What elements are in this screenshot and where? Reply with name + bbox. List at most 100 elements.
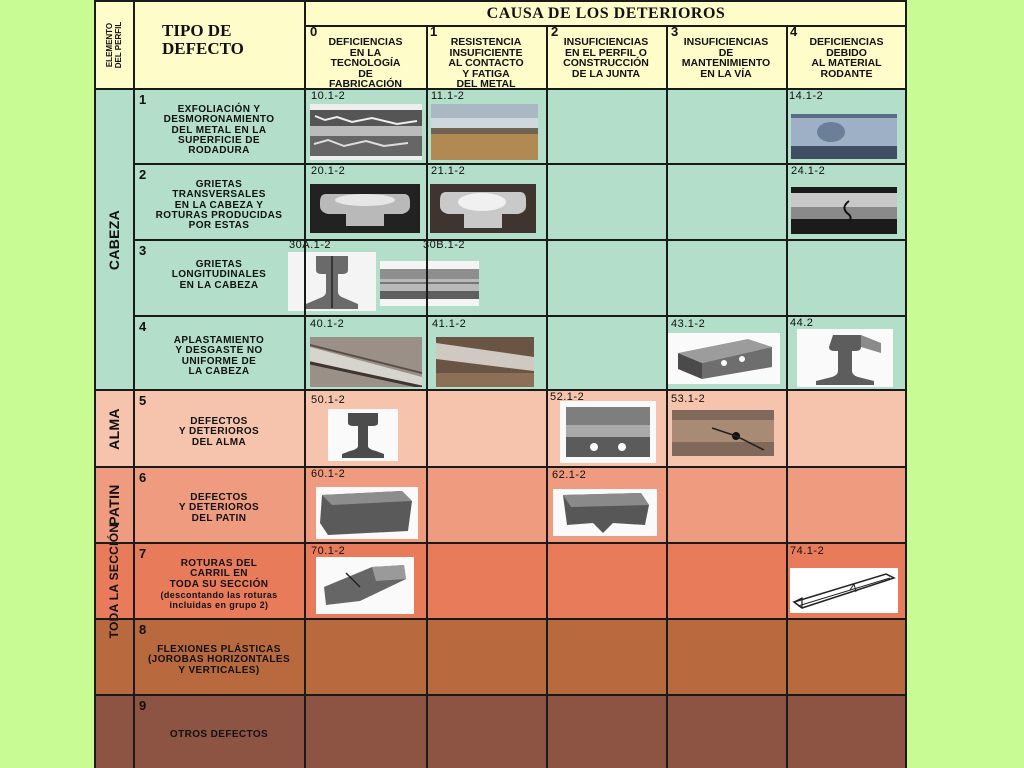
cause-label-line: AL CONTACTO (448, 57, 524, 69)
table-row (133, 695, 907, 768)
code-50: 50.1-2 (311, 394, 346, 406)
element-toda-seccion: TODA LA SECCIÓN (106, 523, 121, 639)
cause-number: 1 (430, 24, 438, 39)
defect-label-line: EN LA CABEZA Y (174, 199, 264, 211)
defect-label-line: FLEXIONES PLÁSTICAS (157, 644, 281, 655)
cause-label-line: RESISTENCIA (450, 36, 522, 48)
defect-label: FLEXIONES PLÁSTICAS(JOROBAS HORIZONTALES… (133, 644, 305, 676)
element-cabeza: CABEZA (105, 209, 122, 270)
element-cell (94, 390, 133, 467)
code-44: 44.2 (790, 317, 814, 329)
defect-label-line: SUPERFICIE DE (178, 134, 260, 146)
defect-label-line: POR ESTAS (188, 220, 250, 232)
table-row (133, 467, 907, 543)
photo-30a (288, 252, 376, 311)
code-40: 40.1-2 (310, 318, 345, 330)
photo-30b (380, 261, 479, 306)
cause-label-line: EN LA (349, 46, 382, 59)
elemento-label-line2: DEL PERFIL (113, 21, 123, 68)
grid-line (666, 25, 668, 768)
photo-70 (316, 557, 414, 614)
defect-label-line: OTROS DEFECTOS (169, 729, 269, 740)
table-row (133, 619, 907, 695)
photo-60 (316, 487, 418, 539)
grid-line (94, 88, 907, 90)
grid-line (304, 0, 306, 768)
defect-label-line: DESMORONAMIENTO (163, 114, 275, 126)
cause-label-line: DEBIDO (826, 46, 867, 59)
code-62: 62.1-2 (552, 469, 587, 481)
grid-line (94, 0, 907, 2)
cause-number: 4 (790, 24, 798, 39)
defect-label-line: DEL ALMA (191, 436, 247, 448)
defect-label-line: TRANSVERSALES (172, 189, 266, 201)
photo-52 (560, 401, 656, 463)
code-20: 20.1-2 (311, 165, 346, 177)
defect-label-line: (JOROBAS HORIZONTALES (147, 654, 291, 666)
code-70: 70.1-2 (311, 545, 346, 557)
photo-40 (310, 337, 422, 387)
photo-50 (328, 409, 398, 461)
element-alma: ALMA (105, 407, 122, 450)
photo-21 (430, 184, 536, 233)
code-21: 21.1-2 (431, 165, 466, 177)
defect-number: 1 (139, 92, 147, 107)
cause-label-line: DE (718, 46, 734, 59)
cause-label-line: INSUFICIENCIAS (683, 36, 769, 48)
grid-line (133, 0, 135, 768)
defect-number: 6 (139, 470, 147, 485)
defect-label-line: RODADURA (188, 145, 250, 157)
code-43: 43.1-2 (671, 318, 706, 330)
cause-label-line: RODANTE (820, 67, 873, 80)
defect-label-line: Y DETERIOROS (178, 502, 260, 514)
grid-line (133, 163, 907, 165)
causa-title: CAUSA DE LOS DETERIOROS (486, 5, 726, 22)
code-41: 41.1-2 (432, 318, 467, 330)
cause-label-line: FABRICACIÓN (329, 78, 402, 90)
grid-line (94, 542, 907, 544)
code-53: 53.1-2 (671, 393, 706, 405)
grid-line (133, 315, 907, 317)
photo-10 (310, 104, 422, 160)
code-30b: 30B.1-2 (423, 239, 466, 251)
defect-label-line: APLASTAMIENTO (173, 335, 265, 346)
defect-number: 8 (139, 622, 147, 637)
table-row (133, 240, 907, 316)
grid-line (426, 25, 428, 768)
photo-41 (436, 337, 534, 387)
cause-number: 3 (671, 24, 679, 39)
element-cell (94, 467, 133, 543)
defect-number: 5 (139, 393, 147, 408)
defect-label-line: EN LA CABEZA (179, 279, 259, 291)
grid-line (133, 239, 907, 241)
code-52: 52.1-2 (550, 391, 585, 403)
defect-number: 3 (139, 243, 147, 258)
defect-label-line: DEFECTOS (190, 492, 248, 503)
photo-74 (790, 568, 898, 613)
cause-label-line: EN LA VÍA (700, 67, 752, 80)
defect-label-line: ROTURAS DEL (180, 558, 258, 569)
defect-label-line: Y DESGASTE NO (175, 345, 263, 357)
element-cell (94, 695, 133, 768)
cause-label-line: INSUFICIENCIAS (563, 36, 649, 48)
defect-label-line: Y VERTICALES) (178, 664, 260, 676)
cause-label-line: INSUFICIENTE (449, 46, 523, 59)
cause-label-line: DEL METAL (456, 78, 516, 90)
element-cell (94, 619, 133, 695)
defect-label-note: (descontando las roturas (160, 589, 278, 600)
defect-label-line: CARRIL EN (190, 568, 248, 580)
defect-label: OTROS DEFECTOS (133, 729, 305, 740)
cause-label-line: CONSTRUCCIÓN (563, 57, 649, 69)
grid-line (905, 0, 907, 768)
defect-label-line: EXFOLIACIÓN Y (177, 104, 261, 115)
